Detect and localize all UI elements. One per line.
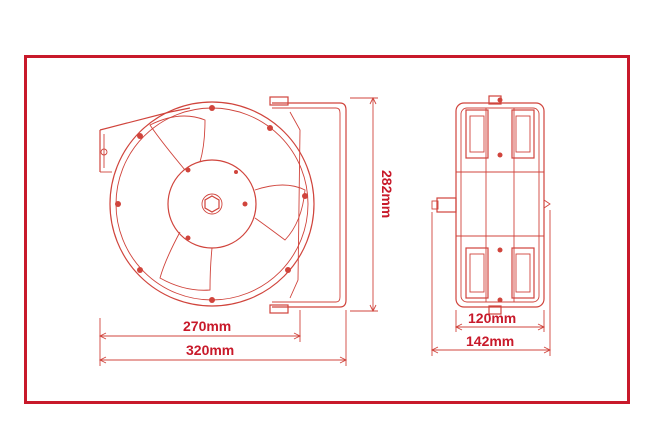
border-frame — [24, 55, 630, 404]
dim-label-282mm: 282mm — [379, 170, 395, 218]
dim-label-320mm: 320mm — [186, 342, 234, 358]
dim-label-142mm: 142mm — [466, 333, 514, 349]
dim-label-270mm: 270mm — [183, 318, 231, 334]
front-view — [99, 96, 347, 314]
dim-label-120mm: 120mm — [468, 310, 516, 326]
front-dimensions — [98, 96, 378, 366]
side-view — [431, 95, 551, 315]
side-dimensions — [430, 210, 552, 356]
